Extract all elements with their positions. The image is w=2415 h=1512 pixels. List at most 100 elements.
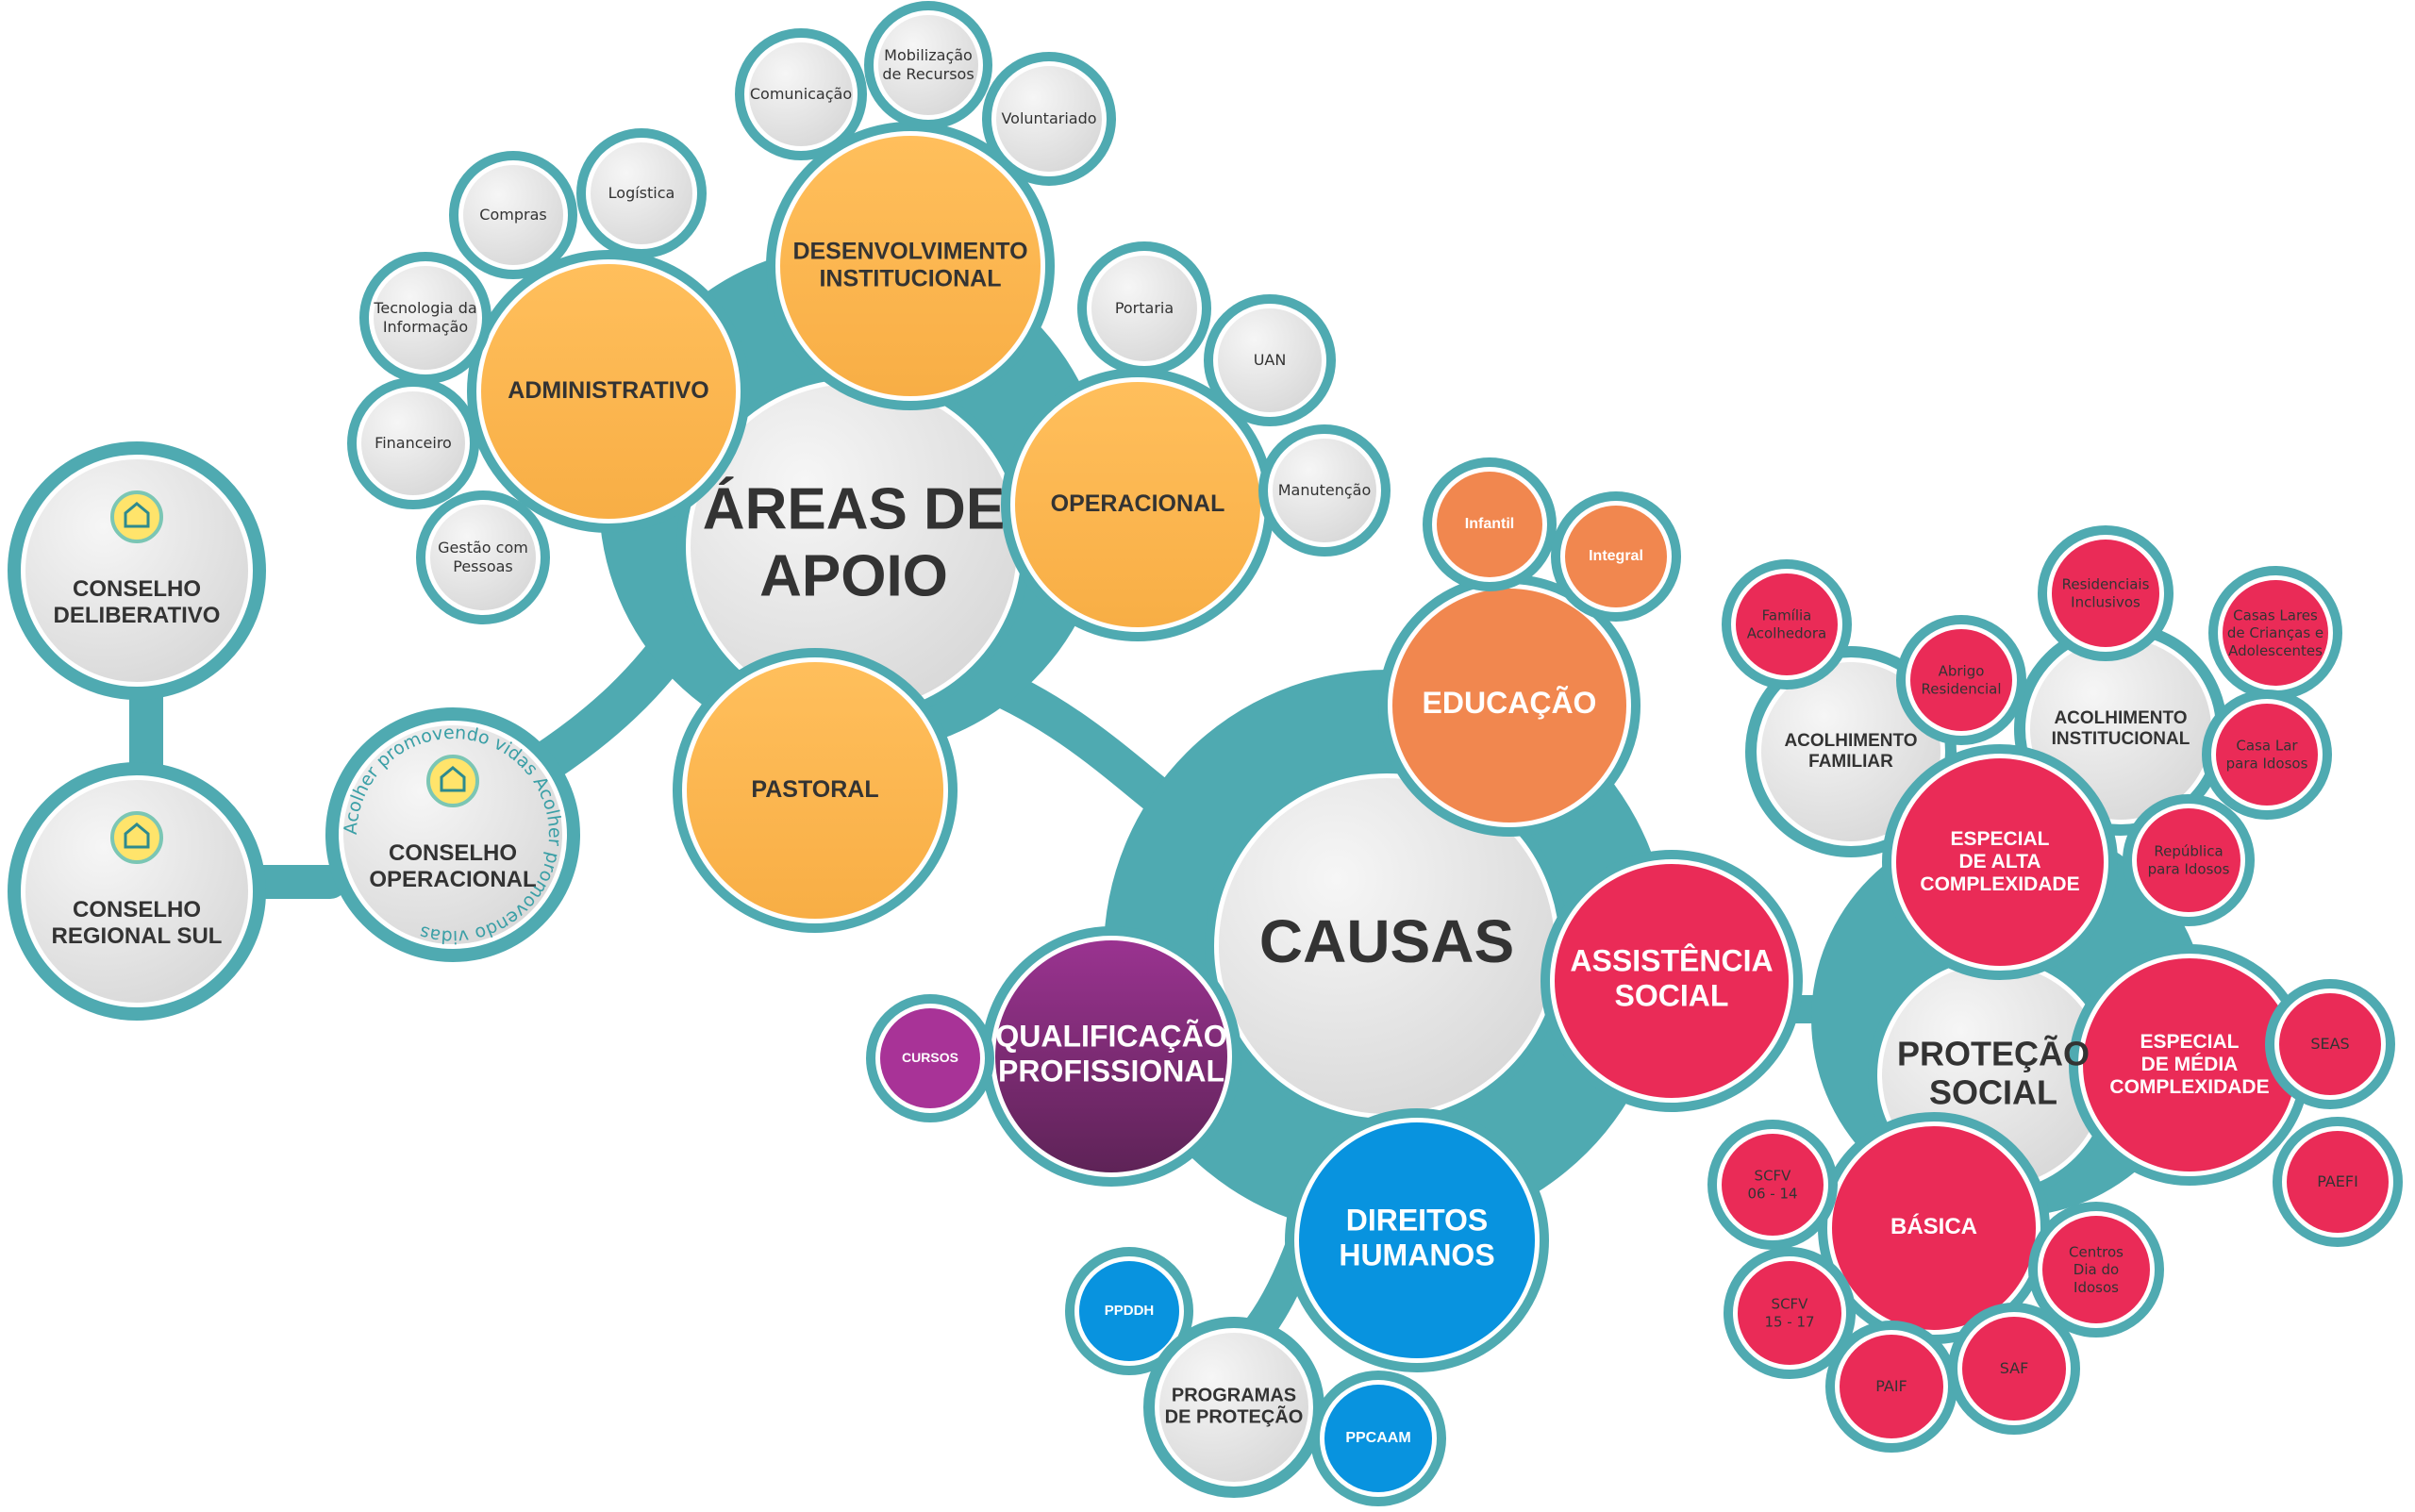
node-especial-alta	[1882, 744, 2118, 980]
node-scfv-0614	[1707, 1120, 1838, 1250]
node-fill-logistica	[591, 142, 692, 244]
node-fill-programas	[1159, 1333, 1308, 1482]
node-uan	[1204, 294, 1336, 426]
node-label-seas: SEAS	[2310, 1035, 2349, 1053]
node-fill-republica	[2137, 808, 2240, 912]
node-label-ppcaam: PPCAAM	[1345, 1430, 1410, 1446]
node-fill-conselho-regional	[25, 780, 248, 1003]
node-fill-pastoral	[687, 662, 943, 919]
node-programas	[1143, 1317, 1324, 1498]
institution-logo-icon	[110, 490, 163, 543]
node-abrigo	[1896, 615, 2026, 745]
node-fill-especial-alta	[1896, 758, 2104, 966]
node-label-pastoral: PASTORAL	[751, 776, 878, 803]
node-fill-compras	[463, 165, 563, 265]
node-manutencao	[1258, 424, 1391, 557]
node-conselho-deliberativo	[8, 441, 266, 700]
node-fill-abrigo	[1910, 629, 2012, 731]
node-paefi	[2273, 1117, 2403, 1247]
node-republica	[2123, 794, 2255, 926]
node-fill-paefi	[2287, 1131, 2389, 1233]
node-fill-ppcaam	[1324, 1385, 1432, 1492]
node-scfv-1517	[1724, 1247, 1856, 1379]
node-fill-administrativo	[481, 264, 736, 519]
node-direitos	[1285, 1108, 1549, 1372]
node-ppddh	[1065, 1247, 1193, 1375]
node-fill-integral	[1565, 506, 1667, 607]
node-fill-saf	[1962, 1317, 2066, 1421]
node-fill-especial-media	[2083, 958, 2296, 1171]
node-fill-residenciais	[2052, 540, 2159, 647]
node-tecnologia	[359, 252, 491, 384]
node-fill-uan	[1218, 308, 1322, 412]
node-label-causas: CAUSAS	[1259, 907, 1514, 975]
node-voluntariado	[982, 52, 1116, 186]
node-label-uan: UAN	[1254, 351, 1287, 369]
node-casas-lares	[2208, 566, 2342, 700]
institution-logo-icon	[426, 755, 479, 807]
node-fill-causas	[1219, 778, 1555, 1114]
node-label-operacional: OPERACIONAL	[1051, 490, 1225, 517]
node-desenvolvimento	[766, 122, 1055, 410]
node-fill-qualificacao	[995, 940, 1227, 1172]
institution-logo-icon	[110, 811, 163, 864]
node-fill-portaria	[1091, 256, 1197, 361]
node-cursos	[866, 994, 994, 1122]
node-fill-scfv-0614	[1722, 1134, 1824, 1236]
node-fill-basica	[1832, 1126, 2036, 1330]
node-fill-manutencao	[1273, 439, 1376, 542]
node-label-logistica: Logística	[608, 184, 675, 202]
node-centros-dia	[2028, 1202, 2164, 1338]
node-gestao	[416, 490, 550, 624]
node-label-educacao: EDUCAÇÃO	[1423, 686, 1597, 720]
node-residenciais	[2038, 525, 2174, 661]
node-fill-assistencia	[1555, 864, 1789, 1098]
node-label-paefi: PAEFI	[2317, 1172, 2358, 1190]
node-comunicacao	[735, 28, 867, 160]
node-fill-casas-lares	[2223, 580, 2328, 686]
node-fill-cursos	[880, 1008, 980, 1108]
node-fill-centros-dia	[2042, 1216, 2150, 1323]
node-fill-seas	[2279, 993, 2381, 1095]
node-label-financeiro: Financeiro	[375, 434, 452, 452]
node-fill-areas-apoio	[691, 384, 1017, 710]
node-fill-infantil	[1437, 472, 1542, 577]
node-conselho-regional	[8, 762, 266, 1021]
node-fill-casa-lar-idosos	[2216, 704, 2318, 806]
node-fill-operacional	[1015, 382, 1260, 627]
node-label-compras: Compras	[479, 206, 546, 224]
node-pastoral	[673, 648, 958, 933]
node-infantil	[1423, 457, 1557, 591]
node-fill-paif	[1840, 1335, 1943, 1438]
node-seas	[2265, 979, 2395, 1109]
node-label-paif: PAIF	[1875, 1377, 1907, 1395]
node-label-infantil: Infantil	[1465, 516, 1514, 532]
node-fill-voluntariado	[996, 66, 1102, 172]
node-label-saf: SAF	[2000, 1359, 2029, 1377]
node-label-portaria: Portaria	[1115, 299, 1174, 317]
node-fill-acolhimento-familiar	[1761, 662, 1940, 841]
node-label-integral: Integral	[1589, 548, 1643, 564]
